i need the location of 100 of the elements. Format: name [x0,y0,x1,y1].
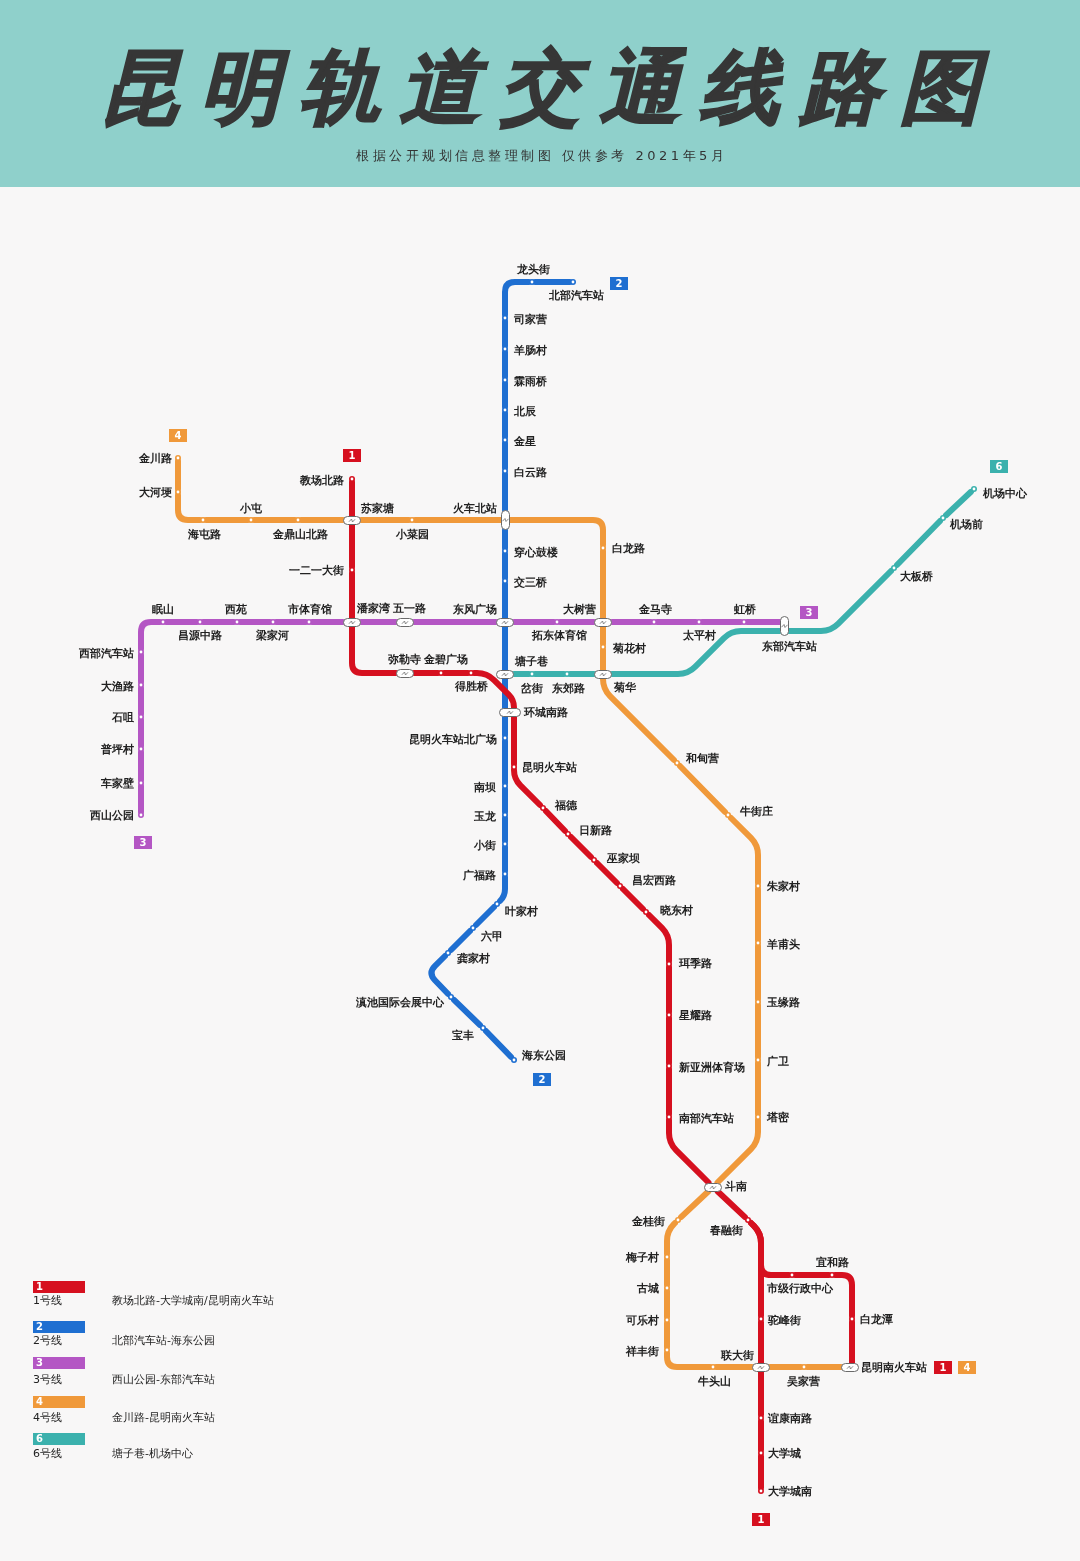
station-name: 新亚洲体育场 [679,1060,745,1074]
station-name: 太平村 [682,628,716,642]
line-badge: 1 [934,1360,952,1374]
station-name: 苏家塘 [361,501,394,515]
station-name: 穿心鼓楼 [514,545,558,559]
station-name: 北辰 [514,404,536,418]
station-name: 东风广场 [453,602,497,616]
metro-line [511,767,543,808]
station-name: 福德 [555,798,577,812]
metro-line [676,763,729,815]
station-name: 小街 [474,838,496,852]
metro-line [728,815,761,886]
station-name: 南坝 [474,780,496,794]
station-name: 斗南 [725,1179,747,1193]
metro-line [411,670,441,676]
metro-line [664,1220,678,1257]
metro-line [138,652,144,685]
station-name: 虹桥 [734,602,756,616]
metro-line [758,1453,764,1491]
metro-line [502,471,508,513]
station-name: 西山公园 [90,808,134,822]
metro-line [755,943,761,1002]
station-name: 车家壁 [101,776,134,790]
metro-line [502,551,508,581]
metro-line [600,647,606,673]
station-name: 金碧广场 [424,652,468,666]
metro-line [600,548,606,621]
station-name: 日新路 [579,823,612,837]
station-name: 司家营 [514,312,547,326]
metro-line [502,786,508,815]
station-name: 广福路 [463,868,496,882]
station-name: 海东公园 [522,1048,566,1062]
station-name: 北部汽车站 [548,288,604,302]
metro-line [664,1320,670,1350]
station-name: 市体育馆 [288,602,332,616]
station-name: 东部汽车站 [761,639,817,653]
station-name: 和甸营 [686,751,719,765]
metro-line [502,279,532,318]
metro-line [502,440,508,471]
station-name: 昌源中路 [178,628,222,642]
station-name: 昆明火车站北广场 [409,732,497,746]
station-name: 东郊路 [551,681,585,695]
metro-line [609,628,783,677]
metro-line [441,670,471,676]
station-name: 大河埂 [139,485,172,499]
station-name: 联大街 [720,1348,754,1362]
metro-line [678,1188,712,1221]
metro-line [309,619,346,625]
station-name: 普坪村 [101,742,134,756]
metro-line [666,964,672,1015]
metro-line [748,1220,792,1278]
metro-line [273,619,309,625]
legend-swatch: 2 [33,1321,85,1333]
station-name: 大板桥 [900,569,933,583]
line-badge: 4 [958,1360,976,1374]
metro-line [609,619,654,625]
line-badge: 2 [533,1072,551,1086]
station-name: 滇池国际会展中心 [356,995,444,1009]
metro-line [567,671,597,677]
metro-line [200,619,237,625]
metro-line [755,886,761,943]
station-name: 小屯 [240,501,262,515]
metro-line [767,1364,804,1370]
legend-label: 2号线 [33,1333,62,1347]
metro-line [666,1066,672,1117]
metro-line [358,619,399,625]
station-name: 宜和路 [815,1255,849,1269]
metro-line [471,670,517,711]
metro-line [502,318,508,349]
metro-line [138,783,144,815]
station-name: 祥丰街 [626,1344,659,1358]
metro-line [502,527,508,551]
metro-line [502,581,508,621]
metro-line [666,1015,672,1066]
metro-line [175,458,181,492]
metro-line [714,1188,748,1221]
line-badge: 4 [169,428,187,442]
metro-line [849,1319,855,1366]
route-description: 塘子巷-机场中心 [112,1446,193,1460]
station-name: 吴家营 [786,1374,820,1388]
station-name: 白龙路 [612,541,645,555]
line-badge: 1 [752,1512,770,1526]
station-name: 西部汽车站 [79,646,134,660]
metro-line [411,619,499,625]
station-name: 金星 [514,434,536,448]
metro-line [473,904,497,928]
station-name: 梁家河 [255,628,289,642]
station-name: 可乐村 [626,1313,659,1327]
legend-swatch: 1 [33,1281,85,1293]
station-name: 龙头街 [516,262,550,276]
station-name: 羊肠村 [514,343,547,357]
station-name: 塘子巷 [515,654,548,668]
station-name: 星耀路 [679,1008,712,1022]
metro-line [804,1364,844,1370]
metro-line [163,619,200,625]
legend-swatch: 6 [33,1433,85,1445]
metro-line [298,517,346,523]
station-name: 菊华 [614,680,636,694]
metro-line [138,619,163,652]
station-name: 环城南路 [524,705,568,719]
